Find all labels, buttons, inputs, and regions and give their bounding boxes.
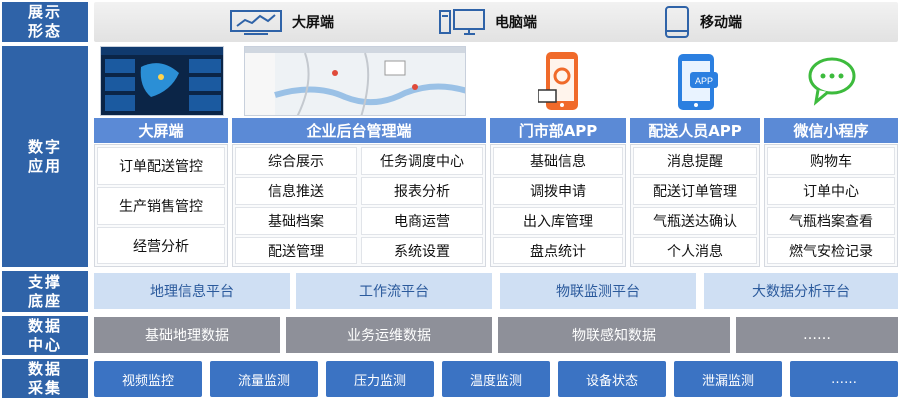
display-mobile-label: 移动端 xyxy=(700,15,742,31)
list-item: 订单中心 xyxy=(767,177,895,205)
list-item: 购物车 xyxy=(767,147,895,175)
collection-item: 温度监测 xyxy=(442,361,550,397)
display-band: 大屏端 电脑端 移动端 xyxy=(94,2,898,42)
list-item: 调拨申请 xyxy=(493,177,623,205)
list-item: 综合展示 xyxy=(235,147,357,175)
list-item: 系统设置 xyxy=(361,237,483,264)
list-item: 消息提醒 xyxy=(633,147,757,175)
desktop-computer-icon xyxy=(439,9,485,35)
wechat-chat-icon xyxy=(808,56,864,112)
list-item: 订单配送管控 xyxy=(97,147,225,185)
delivery-app-phone-icon: APP xyxy=(674,52,722,116)
mobile-phone-icon xyxy=(665,6,689,38)
collection-item: 视频监控 xyxy=(94,361,202,397)
app-badge: APP xyxy=(695,76,713,86)
big-screen-column: 订单配送管控 生产销售管控 经营分析 xyxy=(94,144,228,267)
list-item: 任务调度中心 xyxy=(361,147,483,175)
store-column: 基础信息 调拨申请 出入库管理 盘点统计 xyxy=(490,144,626,267)
collection-item: 泄漏监测 xyxy=(674,361,782,397)
row-label-apps: 数字应用 xyxy=(2,46,88,267)
support-platform: 大数据分析平台 xyxy=(704,273,898,309)
data-center-item: 基础地理数据 xyxy=(94,317,280,353)
app-header-big-screen: 大屏端 xyxy=(94,118,228,143)
support-platform: 工作流平台 xyxy=(296,273,492,309)
display-mobile: 移动端 xyxy=(664,2,742,42)
list-item: 个人消息 xyxy=(633,237,757,264)
data-center-item: 物联感知数据 xyxy=(498,317,730,353)
dashboard-monitor-icon xyxy=(230,10,282,35)
collection-item: 压力监测 xyxy=(326,361,434,397)
list-item: 信息推送 xyxy=(235,177,357,205)
app-header-backend: 企业后台管理端 xyxy=(232,118,486,143)
support-platform: 物联监测平台 xyxy=(500,273,696,309)
list-item: 配送订单管理 xyxy=(633,177,757,205)
store-app-phone-icon xyxy=(537,50,586,116)
list-item: 基础信息 xyxy=(493,147,623,175)
list-item: 基础档案 xyxy=(235,207,357,235)
wechat-column: 购物车 订单中心 气瓶档案查看 燃气安检记录 xyxy=(764,144,898,267)
display-pc: 电脑端 xyxy=(439,2,537,42)
list-item: 经营分析 xyxy=(97,227,225,264)
list-item: 气瓶档案查看 xyxy=(767,207,895,235)
list-item: 气瓶送达确认 xyxy=(633,207,757,235)
row-label-support: 支撑底座 xyxy=(2,271,88,312)
collection-item: …… xyxy=(790,361,898,397)
support-platform: 地理信息平台 xyxy=(94,273,290,309)
display-big-screen-label: 大屏端 xyxy=(292,15,334,31)
collection-item: 流量监测 xyxy=(210,361,318,397)
data-center-item: …… xyxy=(736,317,898,353)
list-item: 燃气安检记录 xyxy=(767,237,895,264)
list-item: 配送管理 xyxy=(235,237,357,264)
app-header-wechat: 微信小程序 xyxy=(764,118,898,143)
list-item: 电商运营 xyxy=(361,207,483,235)
list-item: 报表分析 xyxy=(361,177,483,205)
big-screen-thumbnail xyxy=(100,46,224,116)
display-pc-label: 电脑端 xyxy=(495,15,537,31)
backend-column: 综合展示 信息推送 基础档案 配送管理 任务调度中心 报表分析 电商运营 系统设… xyxy=(232,144,486,267)
row-label-collection: 数据采集 xyxy=(2,359,88,398)
backend-map-thumbnail xyxy=(244,46,466,116)
row-label-display: 展示形态 xyxy=(2,2,88,42)
list-item: 出入库管理 xyxy=(493,207,623,235)
app-header-store: 门市部APP xyxy=(490,118,626,143)
row-label-data-center: 数据中心 xyxy=(2,316,88,355)
list-item: 生产销售管控 xyxy=(97,187,225,225)
collection-item: 设备状态 xyxy=(558,361,666,397)
list-item: 盘点统计 xyxy=(493,237,623,264)
data-center-item: 业务运维数据 xyxy=(286,317,492,353)
delivery-column: 消息提醒 配送订单管理 气瓶送达确认 个人消息 xyxy=(630,144,760,267)
app-header-delivery: 配送人员APP xyxy=(630,118,760,143)
display-big-screen: 大屏端 xyxy=(230,2,334,42)
